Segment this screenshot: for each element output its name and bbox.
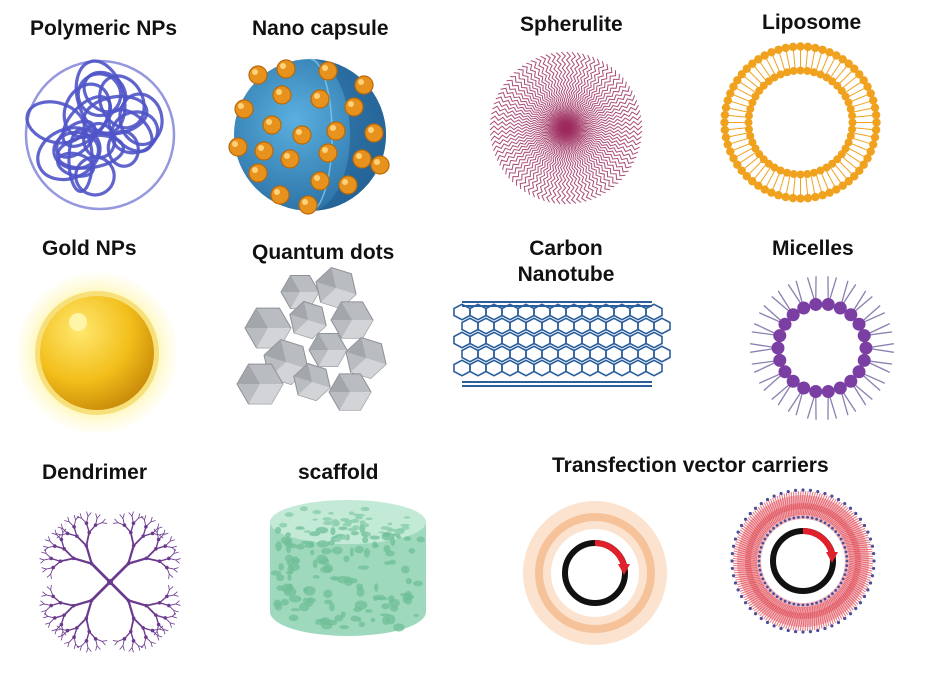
gold-nanoparticle-icon [16,272,178,434]
label-quantum-dots: Quantum dots [252,241,395,264]
polyplex-icon [520,498,670,648]
scaffold-icon [264,494,432,644]
lipoplex-icon [728,486,878,636]
label-spherulite: Spherulite [520,13,623,36]
nanocapsule-icon [224,55,399,215]
label-dendrimer: Dendrimer [42,461,148,484]
label-transfection-vector-carriers: Transfection vector carriers [552,454,829,477]
label-micelles: Micelles [772,237,854,260]
label-gold-nps: Gold NPs [42,237,137,260]
quantum-dots-icon [236,266,410,422]
liposome-icon [718,40,883,205]
micelle-icon [748,274,896,422]
spherulite-icon [486,48,646,208]
label-scaffold: scaffold [298,461,379,484]
label-carbon-nanotube: Carbon Nanotube [512,236,620,288]
label-carbon-line1: Carbon [529,237,603,260]
label-nano-capsule: Nano capsule [252,17,389,40]
label-liposome: Liposome [762,11,862,34]
dendrimer-icon [22,494,198,670]
carbon-nanotube-icon [453,298,671,392]
label-carbon-line2: Nanotube [517,263,615,286]
polymer-coil-icon [20,55,180,215]
label-polymeric-nps: Polymeric NPs [30,17,178,40]
